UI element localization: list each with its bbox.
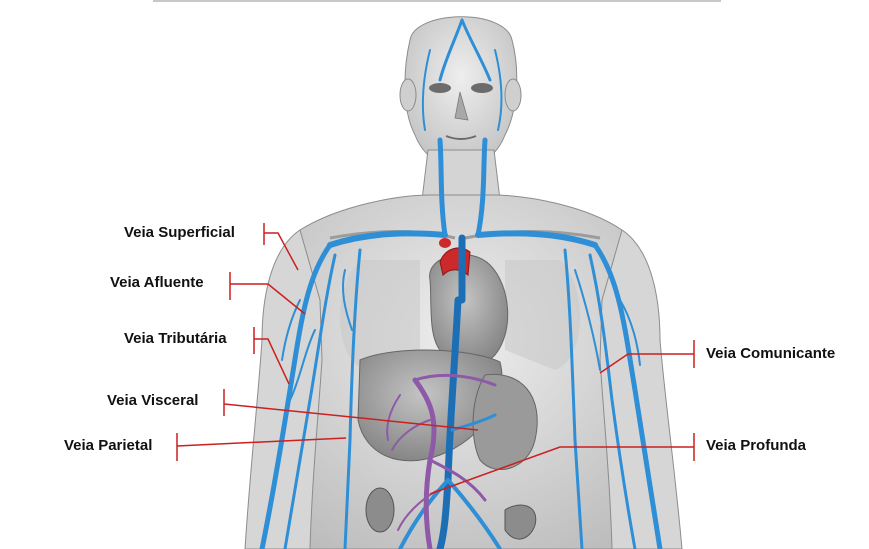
label-veia-superficial: Veia Superficial [124,224,235,241]
intestine-icon [504,504,537,540]
kidney [365,487,395,533]
top-border-line [153,0,721,2]
label-veia-visceral: Veia Visceral [107,392,199,409]
veins [259,18,663,549]
right-eye [471,83,493,93]
label-veia-afluente: Veia Afluente [110,274,204,291]
nose [454,91,469,121]
right-ear [504,78,522,112]
left-ear [399,78,417,112]
leader-lines [176,223,695,495]
stomach [472,373,538,470]
mouth [445,135,477,140]
label-veia-tributaria: Veia Tributária [124,330,227,347]
neck [421,149,501,201]
label-veia-comunicante: Veia Comunicante [706,345,836,362]
label-veia-profunda: Veia Profunda [706,437,807,454]
left-eye [429,83,451,93]
label-veia-parietal: Veia Parietal [64,437,153,454]
head [404,16,518,169]
